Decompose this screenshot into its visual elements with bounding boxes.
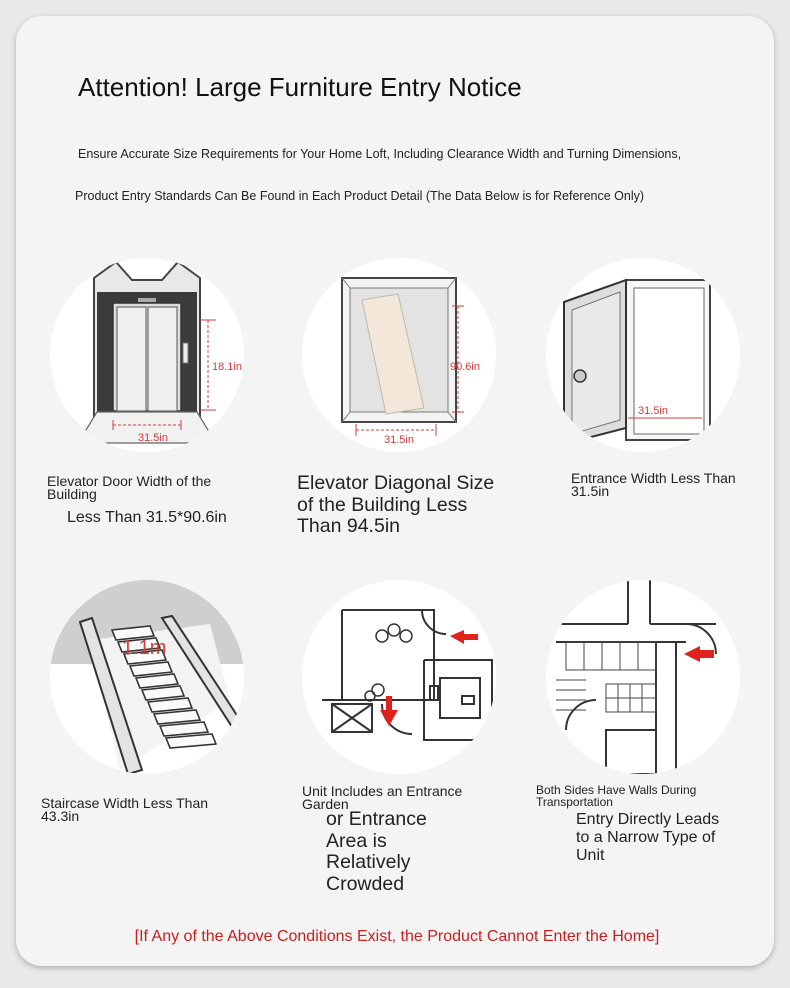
entrance-crowded-label: or Entrance Area is Relatively Crowded (326, 808, 427, 895)
subtitle-size-requirements: Ensure Accurate Size Requirements for Yo… (78, 147, 682, 161)
entrance-garden-illustration (302, 580, 496, 774)
walls-both-sides-label: Both Sides Have Walls During Transportat… (536, 783, 697, 809)
narrow-unit-illustration (546, 580, 740, 774)
staircase-width-label: Staircase Width Less Than 43.3in (41, 795, 209, 824)
elevator-door-limit: Less Than 31.5*90.6in (67, 509, 227, 526)
dim-height-label: 90.6in (450, 361, 480, 373)
dim-width-label: 31.5in (638, 405, 668, 417)
subtitle-product-standards: Product Entry Standards Can Be Found in … (75, 189, 645, 203)
elevator-diagonal-illustration: 31.5in 90.6in (302, 258, 496, 452)
dim-width-label: 31.5in (384, 434, 414, 446)
entrance-door-illustration: 31.5in (546, 258, 740, 452)
elevator-door-label: Elevator Door Width of the Building (47, 473, 212, 502)
narrow-unit-label: Entry Directly Leads to a Narrow Type of… (576, 811, 720, 864)
notice-card: Attention! Large Furniture Entry Notice … (16, 16, 774, 966)
entrance-width-label: Entrance Width Less Than 31.5in (571, 470, 736, 499)
elevator-door-illustration: 31.5in 18.1in (50, 258, 244, 452)
entrance-garden-label: Unit Includes an Entrance Garden (302, 783, 463, 812)
elevator-diagonal-label: Elevator Diagonal Size of the Building L… (297, 472, 495, 537)
dim-width-label: 31.5in (138, 432, 168, 444)
page-title: Attention! Large Furniture Entry Notice (78, 72, 522, 102)
dim-height-label: 18.1in (212, 361, 242, 373)
warning-note: [If Any of the Above Conditions Exist, t… (134, 928, 660, 945)
dim-width-label: 1.1m (122, 637, 166, 659)
staircase-illustration: 1.1m (50, 580, 244, 774)
